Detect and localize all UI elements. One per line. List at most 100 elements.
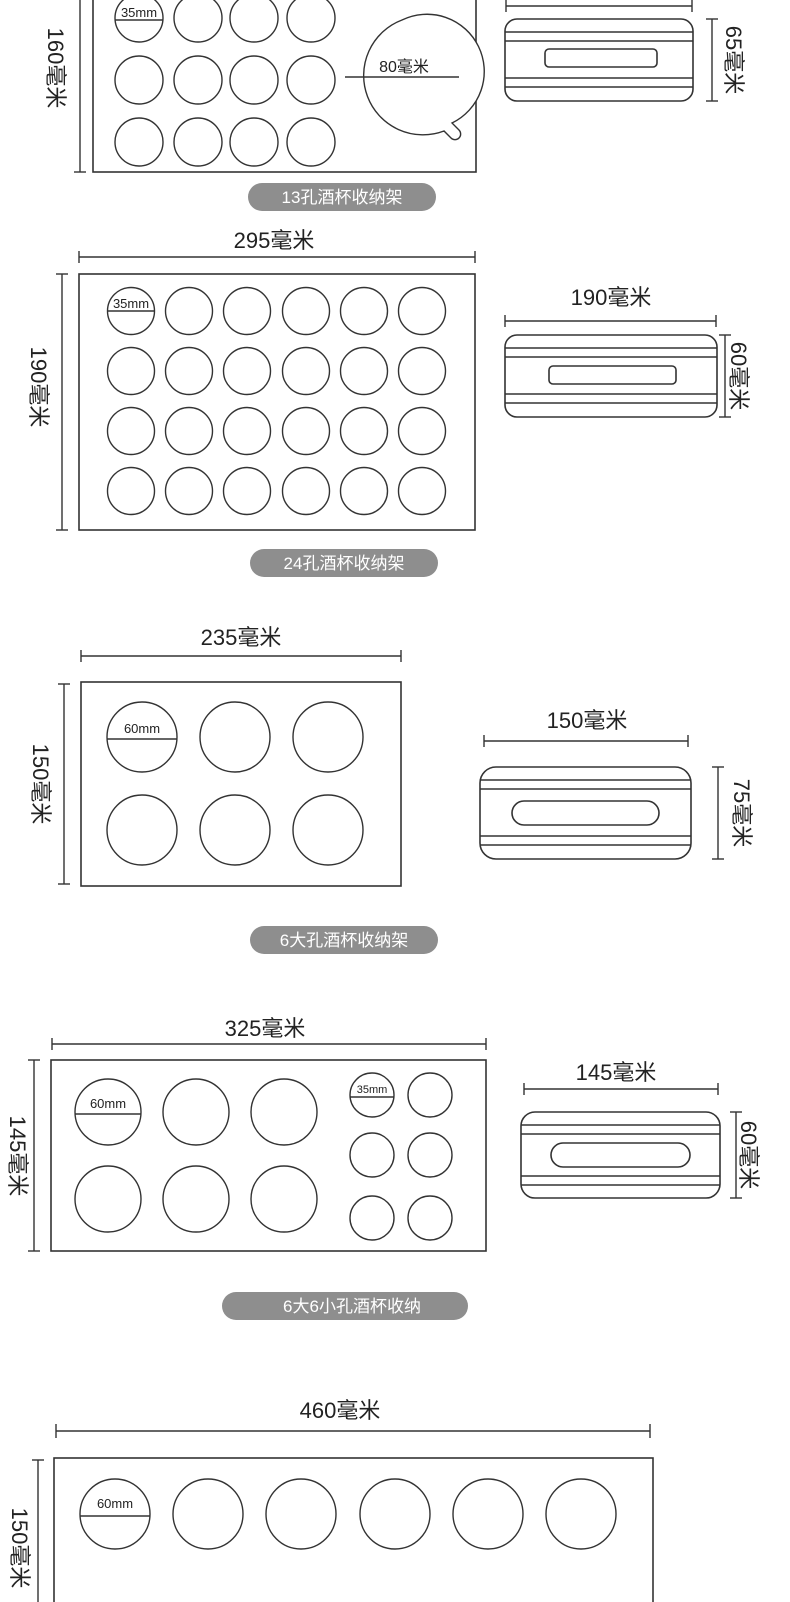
width-dimension-label: 460毫米 [300,1398,381,1423]
hole [229,0,279,43]
hole [106,346,156,396]
hole [74,1078,142,1146]
height-dimension-label: 160毫米 [43,28,68,109]
hole [349,1072,395,1118]
hole [407,1132,453,1178]
width-dimension-label: 295毫米 [234,228,315,253]
hole [250,1078,318,1146]
hole [292,701,364,773]
hole [222,466,272,516]
side-handle-slot [511,800,660,826]
hole [173,0,223,43]
hole [349,1132,395,1178]
hole [281,466,331,516]
side-height-label: 65毫米 [721,26,746,94]
model-label-pill [248,183,436,211]
side-width-label: 190毫米 [571,285,652,310]
hole [281,406,331,456]
width-dimension-label: 325毫米 [225,1016,306,1041]
hole [545,1478,617,1550]
hole [339,286,389,336]
hole [359,1478,431,1550]
hole [286,117,336,167]
side-handle-slot [548,365,677,385]
large-hole-label: 60mm [124,721,160,736]
hole-grid [106,701,364,866]
model-label: 6大6小孔酒杯收纳 [283,1297,421,1316]
hole [229,55,279,105]
large-hole-label: 60mm [97,1496,133,1511]
hole [162,1165,230,1233]
height-dimension-label: 145毫米 [5,1116,30,1197]
hole [339,466,389,516]
hole [222,286,272,336]
hole [250,1165,318,1233]
side-height-label: 60毫米 [726,342,751,410]
hole-grid [114,0,336,167]
hole [222,346,272,396]
hole [349,1195,395,1241]
model-label-pill [250,926,438,954]
hole [397,286,447,336]
section-460: 460毫米 150毫米 60mm [7,1398,654,1602]
hole [172,1478,244,1550]
hole [199,794,271,866]
hole [164,286,214,336]
hole [281,346,331,396]
height-dimension-label: 150毫米 [7,1508,32,1589]
hole [222,406,272,456]
small-hole-label: 35mm [113,296,149,311]
side-handle-slot [544,48,658,68]
hole [162,1078,230,1146]
model-label-pill [222,1292,468,1320]
hole [407,1195,453,1241]
hole [292,794,364,866]
hole [397,346,447,396]
height-dimension-label: 190毫米 [26,347,51,428]
hole [106,794,178,866]
side-height-label: 60毫米 [736,1121,761,1189]
hole [339,346,389,396]
section-6-big-6-small-hole: 325毫米 145毫米 60mm 35mm 6大6小孔酒杯收纳 [5,1016,761,1320]
side-width-label: 150毫米 [547,708,628,733]
hole [164,406,214,456]
hole-grid [106,286,447,516]
section-13-hole: 160毫米 35mm 80毫米 13孔酒杯收纳架 [43,0,746,211]
side-width-label: 145毫米 [576,1060,657,1085]
section-6-big-hole: 235毫米 150毫米 60mm 6大孔酒杯收纳架 150毫米 [28,625,754,954]
large-hole-label: 60mm [90,1096,126,1111]
hole [114,117,164,167]
side-height-label: 75毫米 [729,779,754,847]
side-handle-slot [550,1142,691,1168]
hole [164,346,214,396]
hole [106,406,156,456]
hole [286,0,336,43]
large-hole-label: 80毫米 [379,57,429,76]
hole [229,117,279,167]
hole [397,406,447,456]
hole [106,701,178,773]
hole-grid [79,1478,617,1550]
hole [452,1478,524,1550]
hole [407,1072,453,1118]
small-hole-label: 35mm [121,5,157,20]
hole [114,55,164,105]
hole [339,406,389,456]
hole [164,466,214,516]
hole [397,466,447,516]
model-label: 24孔酒杯收纳架 [284,554,405,573]
model-label-pill [250,549,438,577]
hole [281,286,331,336]
hole [199,701,271,773]
width-dimension-label: 235毫米 [201,625,282,650]
hole [265,1478,337,1550]
section-24-hole: 295毫米 190毫米 35mm 24孔酒杯收纳架 190毫米 60毫米 [26,228,751,577]
hole [79,1478,151,1550]
small-hole-label: 35mm [357,1084,388,1096]
height-dimension-label: 150毫米 [28,744,53,825]
hole [106,466,156,516]
hole [114,0,164,43]
model-label: 13孔酒杯收纳架 [282,188,403,207]
hole [173,55,223,105]
